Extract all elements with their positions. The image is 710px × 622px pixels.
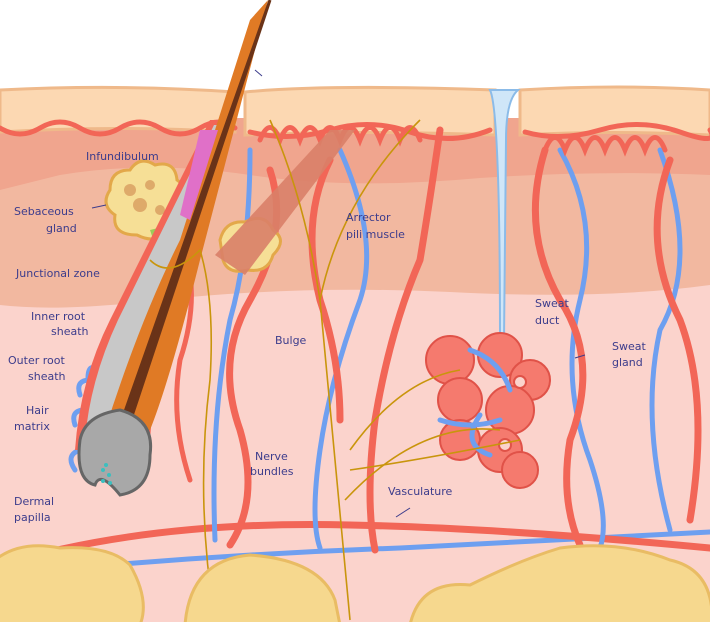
arrector-pili-muscle (215, 130, 355, 275)
leader-lines (91, 69, 586, 518)
label-dermal-papilla-1: Dermal (14, 495, 54, 508)
dermal-papilla (101, 463, 112, 485)
label-inner-root-1: Inner root (31, 310, 86, 323)
label-nerve-2: bundles (250, 465, 294, 478)
label-nerve-1: Nerve (255, 450, 288, 463)
hair-follicle (75, 0, 272, 497)
label-sebaceous-1: Sebaceous (14, 205, 74, 218)
label-sebaceous-2: gland (46, 222, 77, 235)
label-outer-root-2: sheath (28, 370, 66, 383)
sweat-gland-coil (425, 332, 551, 489)
label-hair-matrix-1: Hair (26, 404, 49, 417)
subcutaneous-fat (0, 544, 710, 622)
label-hair-matrix-2: matrix (14, 420, 50, 433)
label-sweat-gland-1: Sweat (612, 340, 646, 353)
label-junctional-zone: Junctional zone (15, 267, 100, 280)
label-sweat-gland-2: gland (612, 356, 643, 369)
label-sweat-duct-1: Sweat (535, 297, 569, 310)
label-inner-root-2: sheath (51, 325, 89, 338)
label-dermal-papilla-2: papilla (14, 511, 51, 524)
label-arrector-2: pili muscle (346, 228, 405, 241)
label-vasculature: Vasculature (388, 485, 453, 498)
sweat-pore (488, 89, 521, 341)
label-sweat-duct-2: duct (535, 314, 560, 327)
hair-bulb (77, 408, 153, 497)
label-outer-root-1: Outer root (8, 354, 65, 367)
label-infundibulum: Infundibulum (86, 150, 159, 163)
label-arrector-1: Arrector (346, 211, 391, 224)
nerve-bundles (149, 119, 521, 621)
label-bulge: Bulge (275, 334, 307, 347)
labels: Infundibulum Sebaceous gland Junctional … (8, 150, 646, 524)
